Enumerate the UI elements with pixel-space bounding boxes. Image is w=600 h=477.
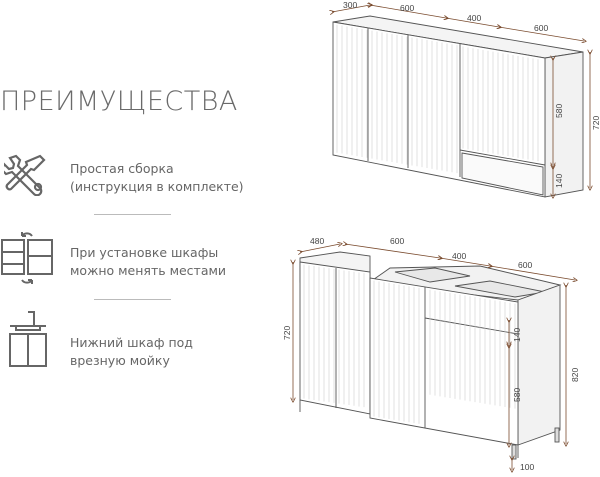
- dim-label: 580: [512, 388, 522, 402]
- feature-text: Нижний шкаф под: [70, 335, 193, 350]
- upper-cabinet: [332, 15, 584, 198]
- swap-cabinets-icon: [1, 232, 53, 284]
- dim-label: 580: [554, 104, 564, 118]
- dim-label: 820: [570, 368, 580, 382]
- lower-dimensions: [293, 244, 575, 470]
- feature-swap: При установке шкафы можно менять местами: [70, 244, 226, 280]
- divider: [94, 299, 171, 300]
- sink-cabinet-icon: [9, 311, 47, 367]
- feature-sink: Нижний шкаф под врезную мойку: [70, 334, 193, 370]
- dim-label: 480: [310, 236, 324, 246]
- dim-label: 100: [520, 462, 534, 472]
- page-title: ПРЕИМУЩЕСТВА: [0, 86, 238, 117]
- dim-label: 300: [343, 0, 357, 10]
- dim-label: 140: [512, 328, 522, 342]
- feature-text: При установке шкафы: [70, 245, 219, 260]
- upper-dimensions: [332, 5, 590, 196]
- dim-label: 720: [591, 116, 600, 130]
- feature-text: Простая сборка: [70, 161, 174, 176]
- feature-text: врезную мойку: [70, 353, 170, 368]
- lower-cabinet: [299, 251, 562, 460]
- dim-label: 600: [518, 260, 532, 270]
- feature-text: (инструкция в комплекте): [70, 179, 244, 194]
- dim-label: 600: [390, 236, 404, 246]
- dim-label: 720: [282, 326, 292, 340]
- dim-label: 600: [400, 3, 414, 13]
- dim-label: 140: [554, 174, 564, 188]
- dim-label: 400: [452, 251, 466, 261]
- dim-label: 400: [467, 13, 481, 23]
- feature-text: можно менять местами: [70, 263, 227, 278]
- divider: [94, 214, 171, 215]
- tools-icon: [4, 154, 46, 196]
- dim-label: 600: [534, 23, 548, 33]
- feature-assembly: Простая сборка (инструкция в комплекте): [70, 160, 244, 196]
